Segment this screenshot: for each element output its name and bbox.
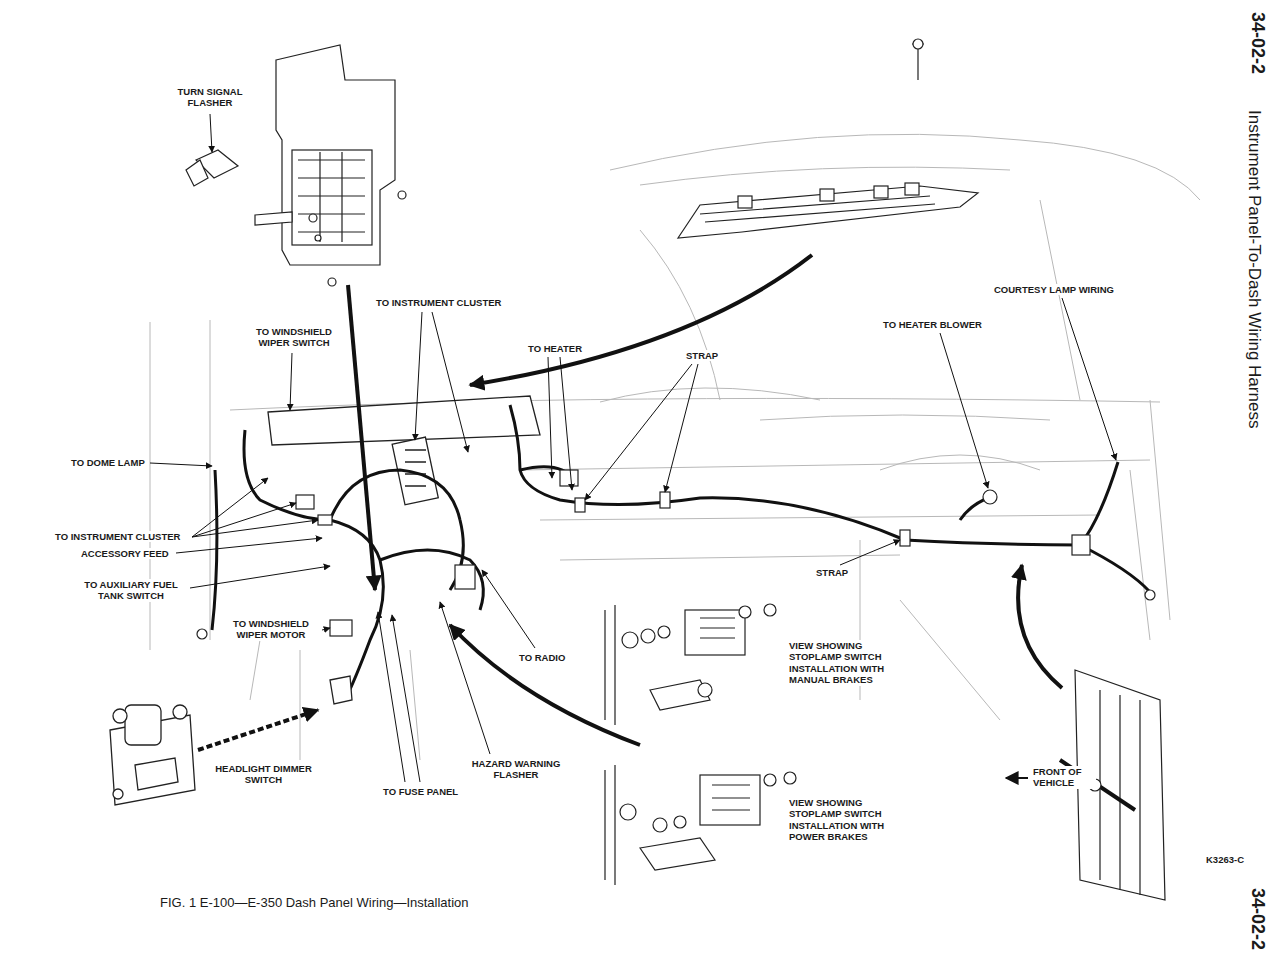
callout-label: STRAP <box>685 350 719 361</box>
wiring-harness <box>212 405 1150 700</box>
callout-label: TO HEATER BLOWER <box>882 319 983 330</box>
callout-label: TO AUXILIARY FUEL TANK SWITCH <box>74 579 188 602</box>
leader-line <box>150 114 1116 782</box>
page-number: 34-02-2 <box>1247 12 1268 74</box>
headlight-dimmer-switch <box>110 676 352 805</box>
fuse-panel <box>255 45 406 286</box>
callout-label: TO INSTRUMENT CLUSTER <box>375 297 502 308</box>
callout-label: TO WINDSHIELD WIPER SWITCH <box>243 326 345 349</box>
callout-label: STRAP <box>815 567 849 578</box>
callout-label: TO WINDSHIELD WIPER MOTOR <box>222 618 320 641</box>
direction-arrow <box>1006 777 1028 779</box>
callout-label: HAZARD WARNING FLASHER <box>463 758 569 781</box>
callout-label: HEADLIGHT DIMMER SWITCH <box>205 763 322 786</box>
callout-label: COURTESY LAMP WIRING <box>993 284 1115 295</box>
page-number: 34-02-2 <box>1247 888 1268 950</box>
body-outline <box>150 134 1200 760</box>
view-arrow <box>198 255 1062 750</box>
turn-signal-flasher <box>186 150 238 186</box>
callout-label: ACCESSORY FEED <box>80 548 170 559</box>
view-note: VIEW SHOWING STOPLAMP SWITCH INSTALLATIO… <box>788 640 914 686</box>
callout-label: TO INSTRUMENT CLUSTER <box>54 531 181 542</box>
direction-note: FRONT OF VEHICLE <box>1032 766 1096 789</box>
connector <box>197 470 1155 639</box>
figure-code: K3263-C <box>1205 854 1245 865</box>
callout-label: TO DOME LAMP <box>70 457 146 468</box>
callout-label: TO HEATER <box>527 343 583 354</box>
callout-label: TO RADIO <box>518 652 566 663</box>
defroster-duct <box>678 39 978 238</box>
view-note: VIEW SHOWING STOPLAMP SWITCH INSTALLATIO… <box>788 797 914 843</box>
page-title: Instrument Panel-To-Dash Wiring Harness <box>1244 110 1264 428</box>
callout-label: TURN SIGNAL FLASHER <box>165 86 255 109</box>
instrument-panel <box>268 396 540 505</box>
figure-caption: FIG. 1 E-100—E-350 Dash Panel Wiring—Ins… <box>160 895 469 910</box>
callout-label: TO FUSE PANEL <box>382 786 459 797</box>
